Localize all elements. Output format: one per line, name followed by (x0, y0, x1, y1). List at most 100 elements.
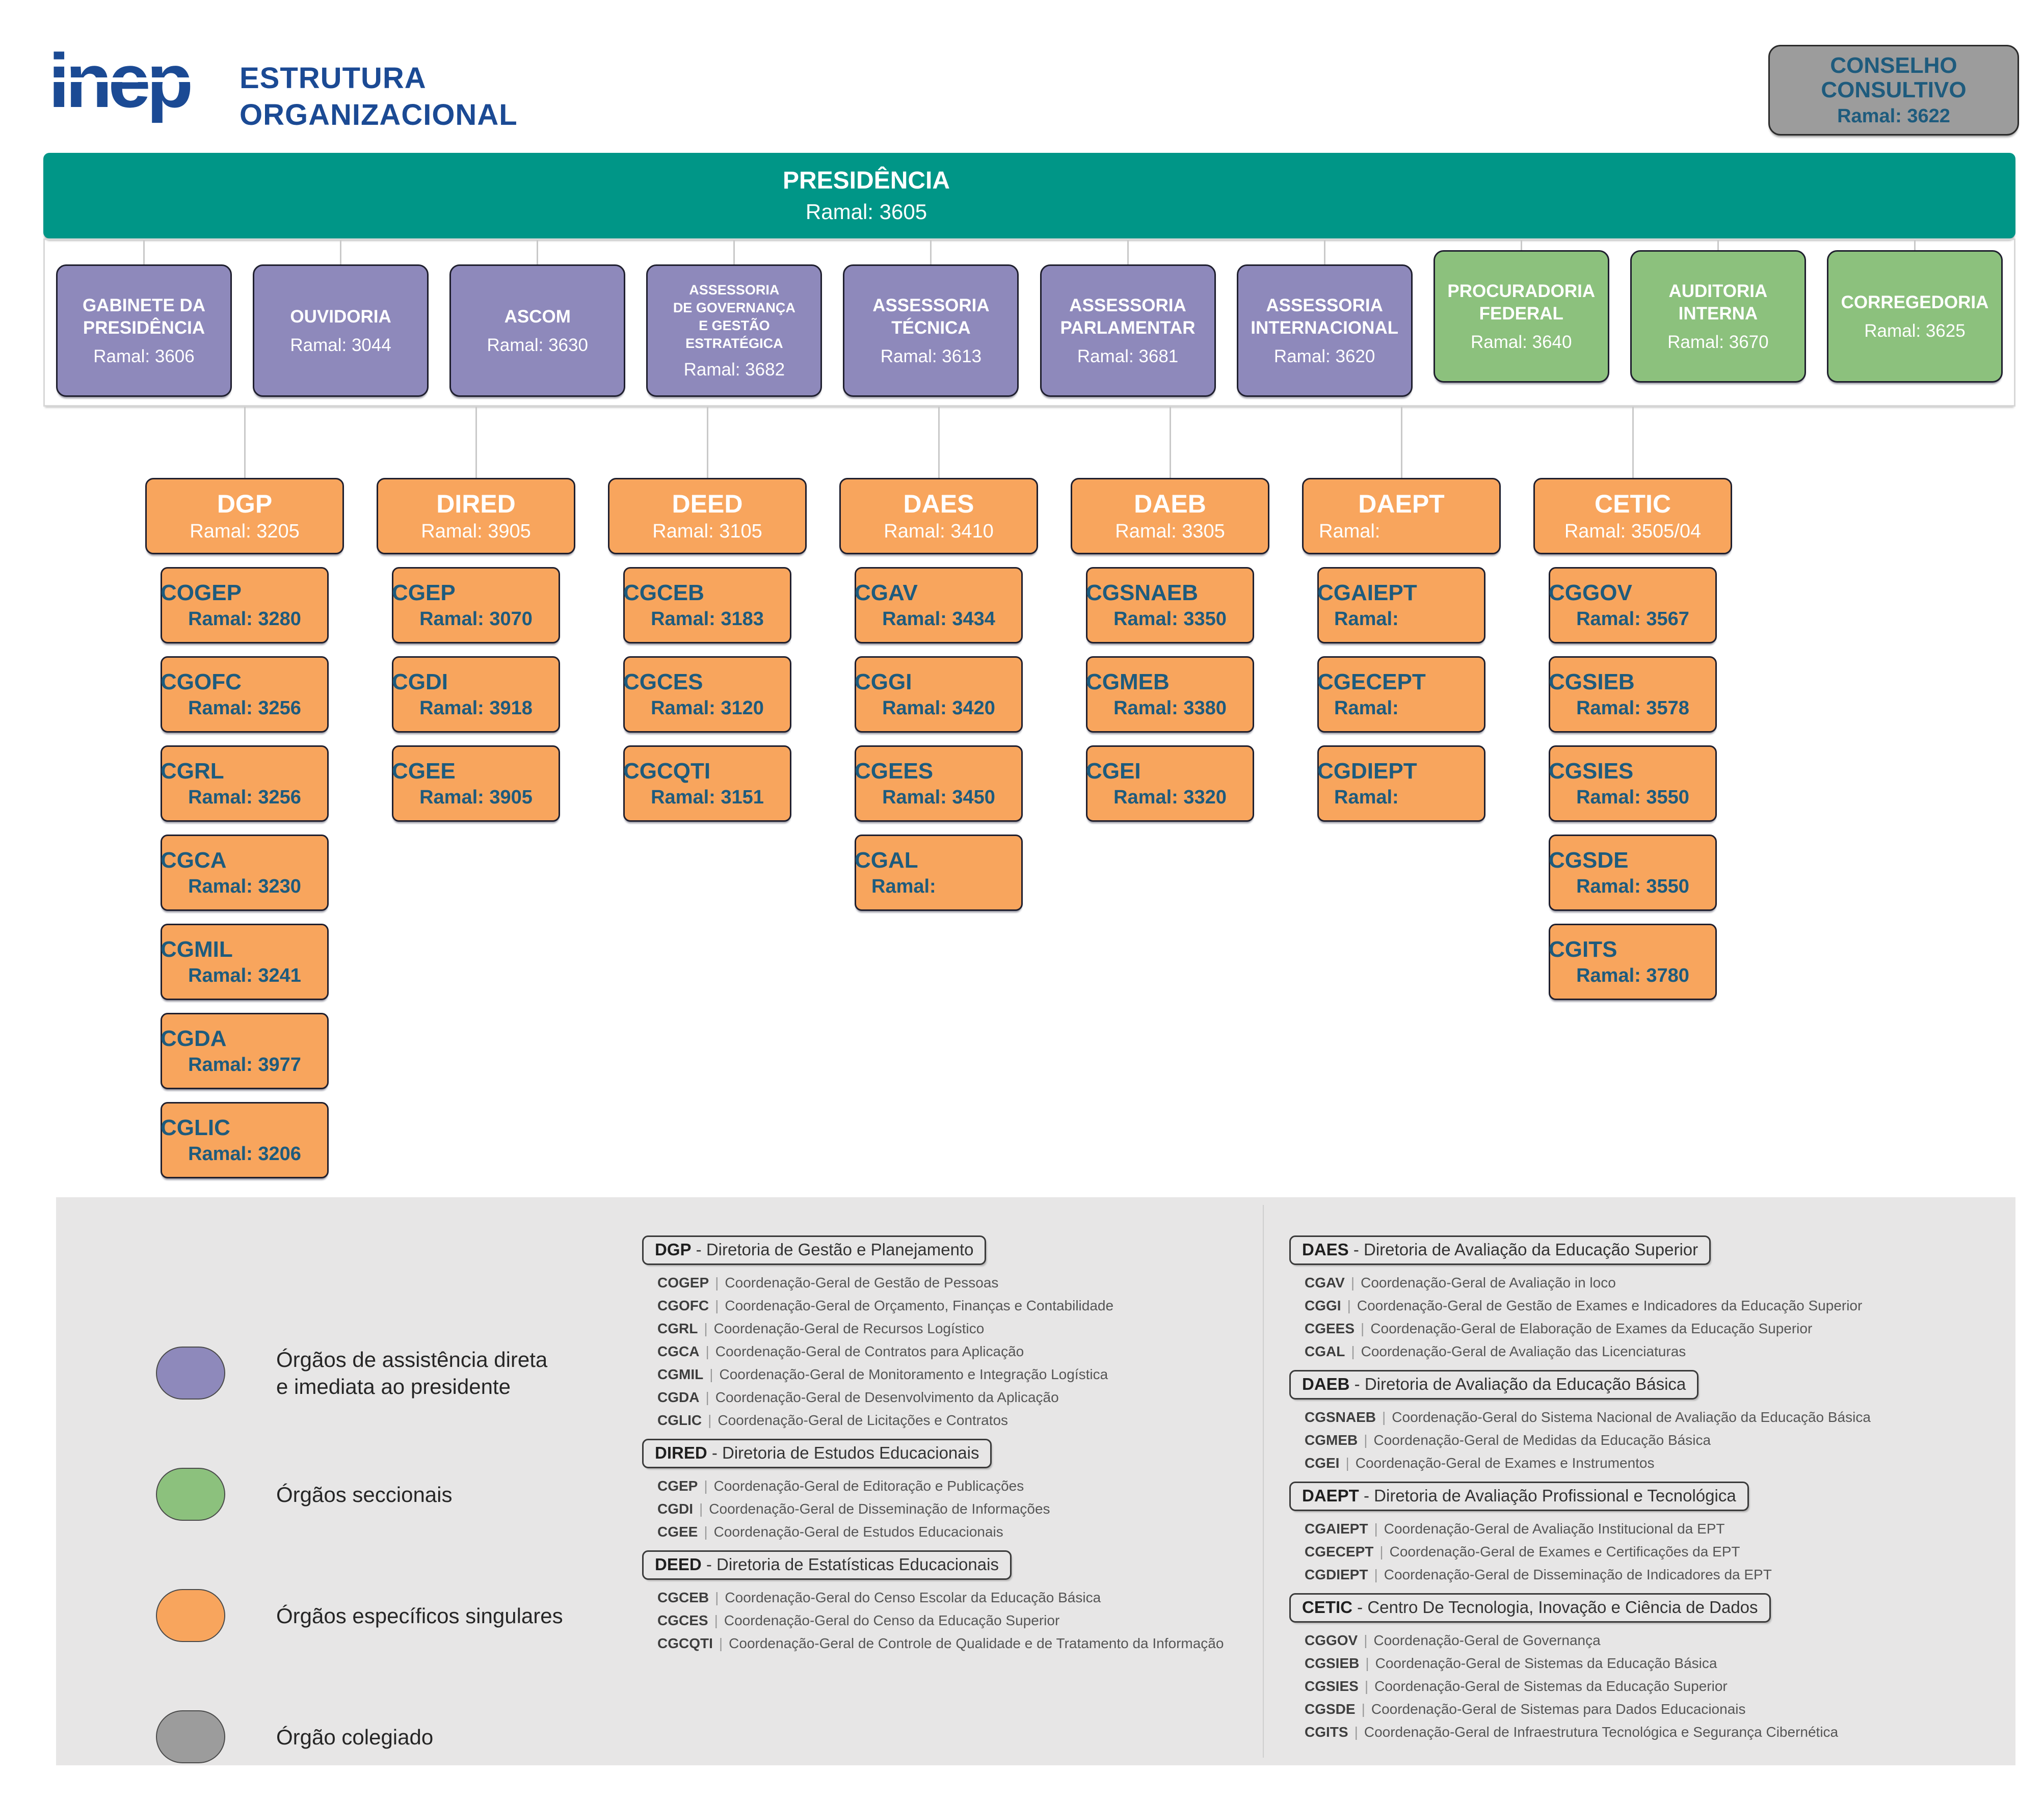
coordination-name: CGGI (855, 669, 912, 694)
directory-item-description: Coordenação-Geral de Monitoramento e Int… (719, 1366, 1108, 1382)
directory-item: CGSIES|Coordenação-Geral de Sistemas da … (1305, 1675, 2003, 1698)
coordination-name: CGDA (161, 1026, 227, 1051)
unit-name: ASCOM (504, 307, 571, 327)
legend-swatch (156, 1347, 225, 1400)
directory-item-code: CGCEB (657, 1590, 709, 1605)
directory-item-code: CGEP (657, 1478, 698, 1494)
unit-ramal: Ramal: 3625 (1864, 321, 1966, 341)
legend-label: Órgão colegiado (276, 1725, 434, 1749)
coordination-name: CGCA (161, 847, 227, 873)
directory-item-description: Coordenação-Geral de Contratos para Apli… (715, 1343, 1024, 1359)
legend-panel: Órgãos de assistência direta e imediata … (56, 1197, 2015, 1765)
directory-item: CGDIEPT|Coordenação-Geral de Disseminaçã… (1305, 1563, 2003, 1586)
directory-item-code: CGAIEPT (1305, 1521, 1368, 1537)
unit-name: PROCURADORIA FEDERAL (1447, 281, 1596, 324)
connector-line (340, 240, 342, 264)
director-ramal: Ramal: (1319, 520, 1381, 542)
coordination-name: CGCQTI (623, 758, 711, 784)
coordination-name: CGAL (855, 847, 918, 873)
directory-item-code: CGCA (657, 1343, 700, 1359)
directory-item-description: Coordenação-Geral de Avaliação das Licen… (1361, 1343, 1686, 1359)
directory-item: CGSIEB|Coordenação-Geral de Sistemas da … (1305, 1652, 2003, 1675)
directory-item-separator: | (1374, 1521, 1378, 1537)
directory-section-header: DAEPT - Diretoria de Avaliação Profissio… (1289, 1482, 1749, 1511)
directory-item: CGMIL|Coordenação-Geral de Monitoramento… (657, 1363, 1261, 1386)
directory-item: CGAIEPT|Coordenação-Geral de Avaliação I… (1305, 1517, 2003, 1540)
coordination-ramal: Ramal: 3550 (1576, 875, 1689, 897)
directory-item: CGAV|Coordenação-Geral de Avaliação in l… (1305, 1271, 2003, 1294)
directory-section: DIRED - Diretoria de Estudos Educacionai… (642, 1439, 1261, 1543)
coordination-ramal: Ramal: (1334, 608, 1399, 630)
directory-item-description: Coordenação-Geral de Governança (1373, 1632, 1601, 1648)
directory-item-code: CGCQTI (657, 1635, 713, 1651)
directory-item-code: CGAL (1305, 1343, 1345, 1359)
directory-item-description: Coordenação-Geral de Editoração e Public… (713, 1478, 1024, 1494)
directory-item-code: CGEE (657, 1524, 698, 1540)
unit-name: ASSESSORIA DE GOVERNANÇA E GESTÃO ESTRAT… (673, 282, 795, 351)
director-ramal: Ramal: 3905 (421, 520, 531, 542)
legend-item: Órgãos específicos singulares (156, 1589, 563, 1642)
director-ramal: Ramal: 3205 (190, 520, 300, 542)
legend-label: Órgãos de assistência direta e imediata … (276, 1348, 548, 1398)
directory-section: DAES - Diretoria de Avaliação da Educaçã… (1289, 1235, 2003, 1363)
coordination-name: CGAV (855, 580, 918, 605)
directory-item-separator: | (719, 1635, 723, 1651)
directory-item-description: Coordenação-Geral de Licitações e Contra… (718, 1412, 1008, 1428)
directory-item-description: Coordenação-Geral de Sistemas da Educaçã… (1374, 1678, 1728, 1694)
legend-label: Órgãos seccionais (276, 1482, 453, 1507)
directory-item-code: CGRL (657, 1321, 698, 1336)
director-name: DEED (672, 489, 743, 518)
directory-item-separator: | (1351, 1343, 1355, 1359)
coordination-ramal: Ramal: 3380 (1113, 697, 1227, 719)
directory-item-description: Coordenação-Geral do Censo da Educação S… (724, 1612, 1060, 1628)
coordination-name: CGEP (392, 580, 456, 605)
director-ramal: Ramal: 3105 (652, 520, 762, 542)
directory-item-separator: | (1364, 1632, 1368, 1648)
legend: Órgãos de assistência direta e imediata … (156, 1347, 563, 1802)
coordination-ramal: Ramal: 3151 (651, 786, 764, 808)
connector-line (1127, 240, 1129, 264)
unit-ramal: Ramal: 3613 (880, 346, 982, 366)
legend-swatch (156, 1589, 225, 1642)
directory-item: CGLIC|Coordenação-Geral de Licitações e … (657, 1409, 1261, 1432)
directory-item: COGEP|Coordenação-Geral de Gestão de Pes… (657, 1271, 1261, 1294)
directory-item: CGCEB|Coordenação-Geral do Censo Escolar… (657, 1586, 1261, 1609)
directory-item-description: Coordenação-Geral de Gestão de Exames e … (1357, 1298, 1863, 1313)
coordination-name: CGSDE (1549, 847, 1629, 873)
directory-section-title: - Diretoria de Avaliação Profissional e … (1359, 1486, 1736, 1505)
directory-item-description: Coordenação-Geral de Avaliação in loco (1361, 1275, 1616, 1290)
coordination-name: CGECEPT (1317, 669, 1426, 694)
presidencia-name: PRESIDÊNCIA (782, 167, 950, 194)
directory-section: DGP - Diretoria de Gestão e Planejamento… (642, 1235, 1261, 1432)
connector-line (930, 240, 932, 264)
legend-swatch (156, 1468, 225, 1521)
directory-section-header: DAEB - Diretoria de Avaliação da Educaçã… (1289, 1370, 1699, 1400)
unit-box: ASSESSORIA DE GOVERNANÇA E GESTÃO ESTRAT… (646, 264, 822, 397)
connector-line (1400, 407, 1402, 478)
coordination-name: CGSNAEB (1086, 580, 1199, 605)
directory-section-title: - Diretoria de Estudos Educacionais (707, 1443, 979, 1462)
directory-item-separator: | (1361, 1701, 1365, 1717)
directory-section: DAEPT - Diretoria de Avaliação Profissio… (1289, 1482, 2003, 1586)
directory-right-column: DAES - Diretoria de Avaliação da Educaçã… (1289, 1235, 2003, 1751)
coordination-name: CGEES (855, 758, 934, 784)
